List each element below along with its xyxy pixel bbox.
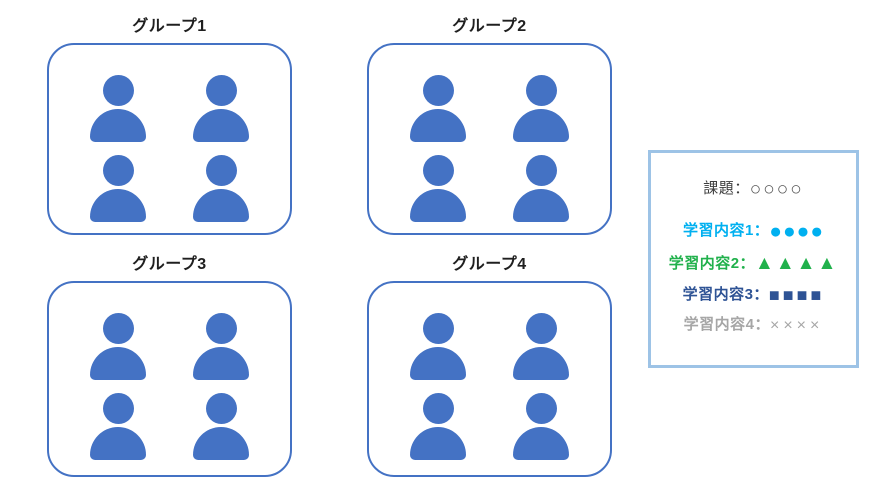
person-head-icon	[102, 75, 134, 106]
person-icon	[90, 155, 146, 223]
person-body-icon	[193, 109, 249, 142]
legend-row-content-4: 学習内容4： ××××	[684, 317, 824, 333]
person-icon	[410, 155, 466, 223]
task-circle-outline-icons: ○○○○	[749, 179, 804, 200]
person-head-icon	[422, 393, 454, 424]
person-body-icon	[513, 347, 569, 380]
group-3-box	[47, 281, 292, 477]
person-icon	[90, 313, 146, 381]
person-head-icon	[205, 75, 237, 106]
group-2: グループ2	[367, 16, 612, 235]
person-head-icon	[525, 75, 557, 106]
person-body-icon	[90, 347, 146, 380]
person-icon	[193, 155, 249, 223]
person-icon	[513, 393, 569, 461]
content-4-cross-icons: ××××	[769, 316, 824, 334]
group-4-box	[367, 281, 612, 477]
person-body-icon	[193, 189, 249, 222]
person-body-icon	[90, 189, 146, 222]
person-icon	[513, 75, 569, 143]
person-head-icon	[205, 393, 237, 424]
content-3-square-icons: ■■■■	[768, 284, 825, 305]
person-icon	[410, 393, 466, 461]
person-head-icon	[102, 155, 134, 186]
group-1: グループ1	[47, 16, 292, 235]
person-head-icon	[525, 313, 557, 344]
task-label: 課題：	[703, 180, 750, 197]
group-3-title: グループ3	[132, 256, 207, 273]
person-icon	[90, 75, 146, 143]
person-body-icon	[193, 427, 249, 460]
person-icon	[193, 393, 249, 461]
legend-row-content-3: 学習内容3： ■■■■	[683, 286, 825, 304]
content-4-label: 学習内容4：	[683, 316, 770, 333]
person-icon	[193, 75, 249, 143]
person-icon	[513, 313, 569, 381]
group-1-box	[47, 43, 292, 235]
person-head-icon	[525, 155, 557, 186]
person-icon	[410, 313, 466, 381]
person-head-icon	[422, 155, 454, 186]
legend-row-task: 課題： ○○○○	[703, 179, 804, 200]
person-body-icon	[90, 427, 146, 460]
group-4-title: グループ4	[452, 256, 527, 273]
person-head-icon	[422, 75, 454, 106]
group-1-title: グループ1	[132, 18, 207, 35]
person-icon	[513, 155, 569, 223]
content-1-circle-icons: ●●●●	[769, 219, 825, 243]
legend-row-content-1: 学習内容1： ●●●●	[682, 219, 825, 243]
person-body-icon	[513, 427, 569, 460]
content-2-triangle-icons: ▲▲▲▲	[755, 252, 839, 274]
person-icon	[90, 393, 146, 461]
content-2-label: 学習内容2：	[668, 254, 756, 272]
person-icon	[410, 75, 466, 143]
person-body-icon	[410, 189, 466, 222]
group-2-title: グループ2	[452, 18, 527, 35]
person-body-icon	[410, 109, 466, 142]
person-body-icon	[513, 109, 569, 142]
group-4: グループ4	[367, 254, 612, 477]
person-body-icon	[513, 189, 569, 222]
person-head-icon	[205, 313, 237, 344]
person-icon	[193, 313, 249, 381]
group-3: グループ3	[47, 254, 292, 477]
group-2-box	[367, 43, 612, 235]
content-1-label: 学習内容1：	[682, 221, 770, 239]
person-head-icon	[102, 313, 134, 344]
legend-row-content-2: 学習内容2： ▲▲▲▲	[669, 254, 839, 273]
person-body-icon	[193, 347, 249, 380]
person-head-icon	[205, 155, 237, 186]
person-head-icon	[525, 393, 557, 424]
legend-box: 課題： ○○○○ 学習内容1： ●●●● 学習内容2： ▲▲▲▲ 学習内容3： …	[648, 150, 859, 368]
person-body-icon	[90, 109, 146, 142]
content-3-label: 学習内容3：	[682, 286, 769, 303]
person-body-icon	[410, 347, 466, 380]
person-head-icon	[102, 393, 134, 424]
person-head-icon	[422, 313, 454, 344]
person-body-icon	[410, 427, 466, 460]
